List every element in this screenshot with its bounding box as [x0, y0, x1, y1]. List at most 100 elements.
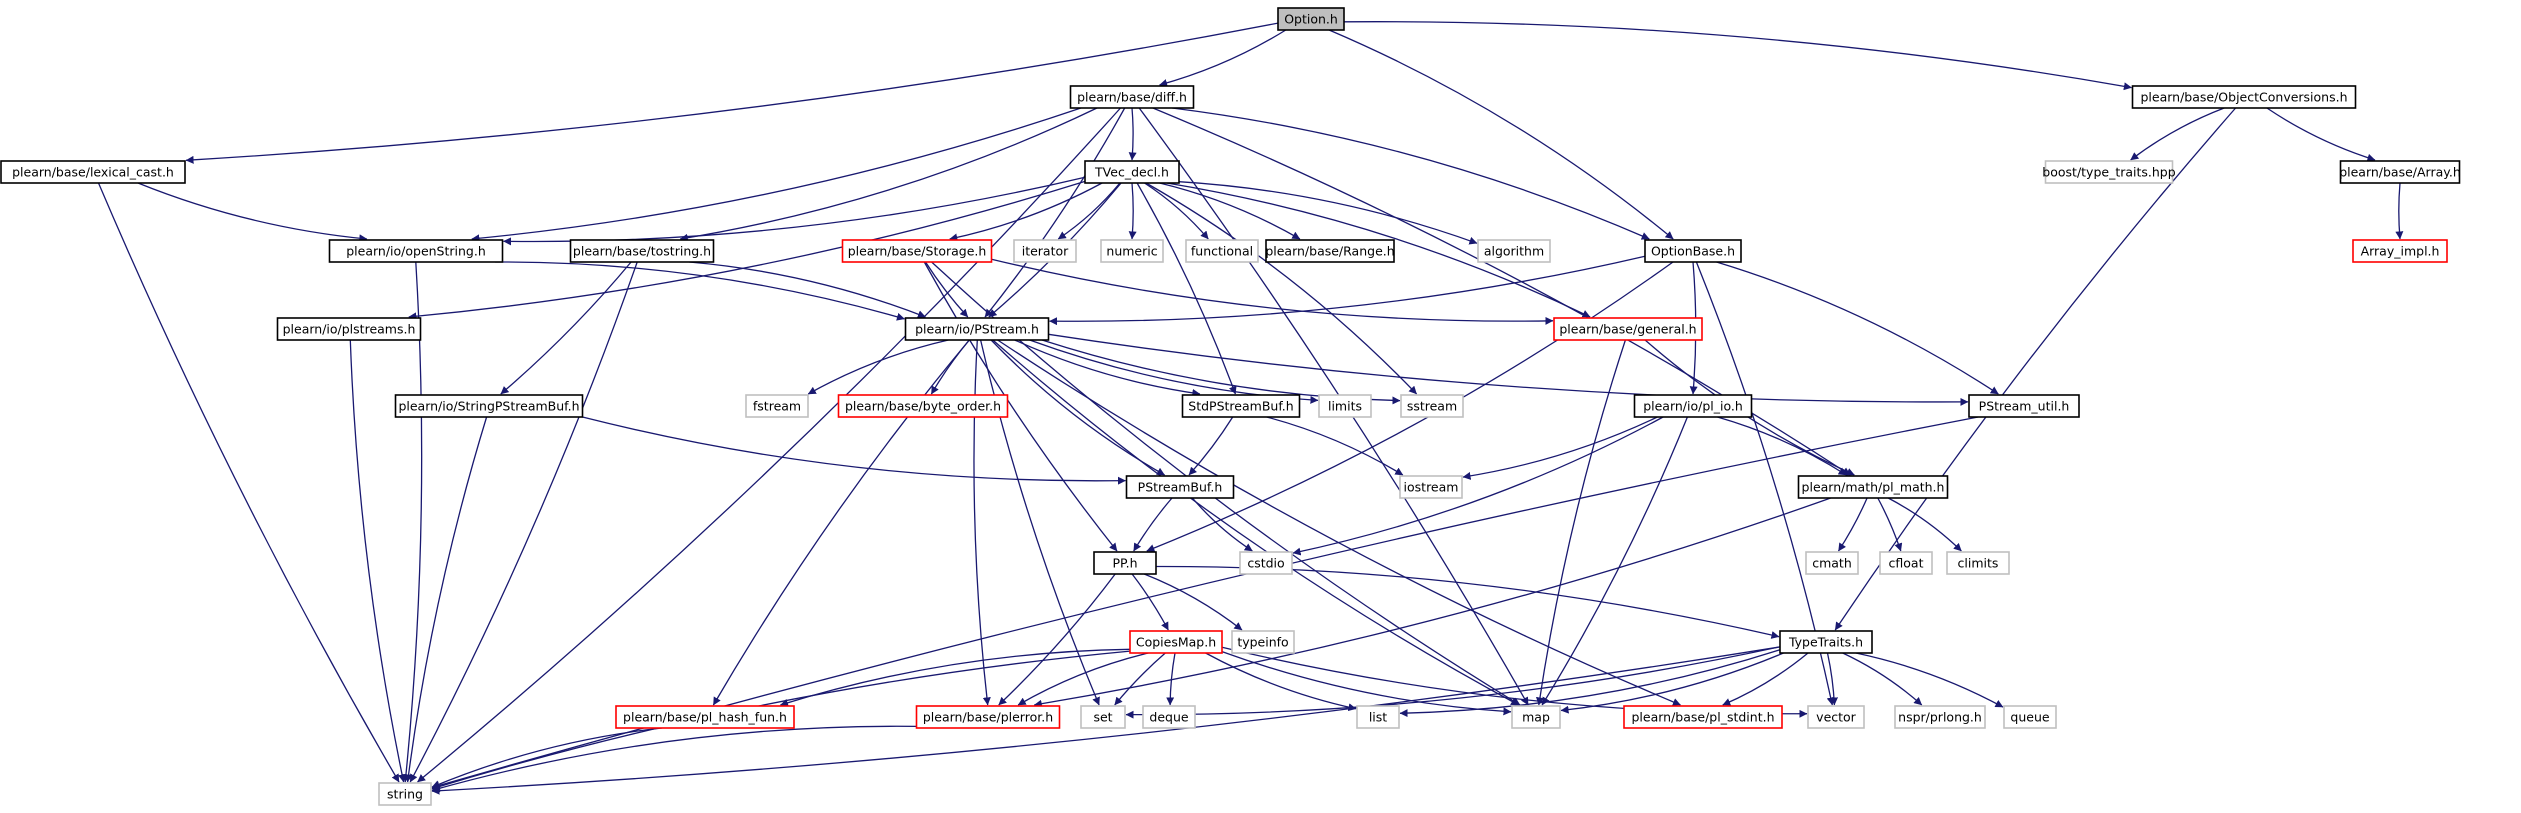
node-optionbase[interactable]: OptionBase.h: [1644, 239, 1742, 263]
node-box-plstdint: [1623, 705, 1783, 729]
node-deque: deque: [1142, 705, 1196, 729]
node-array[interactable]: plearn/base/Array.h: [2339, 160, 2461, 184]
node-label-typeinfo: typeinfo: [1237, 635, 1288, 650]
edge-stdpsb-to-psb: [1188, 416, 1234, 476]
edge-tvec-to-openstring: [503, 176, 1086, 246]
edge-typetraits-to-list: [1399, 649, 1781, 718]
node-general[interactable]: plearn/base/general.h: [1553, 317, 1703, 341]
edge-pstreamutil-to-string: [431, 416, 1979, 790]
edge-typetraits-to-vector: [1826, 652, 1839, 706]
node-box-plmath: [1797, 475, 1949, 499]
node-range[interactable]: plearn/base/Range.h: [1265, 239, 1395, 263]
node-pstreamutil[interactable]: PStream_util.h: [1968, 394, 2080, 418]
node-label-arrayimpl: Array_impl.h: [2361, 244, 2440, 259]
node-openstring[interactable]: plearn/io/openString.h: [328, 239, 504, 263]
edge-stringpsb-to-string: [404, 416, 488, 783]
node-box-openstring: [328, 239, 504, 263]
edge-plio-to-map: [1541, 416, 1689, 706]
node-iostream: iostream: [1399, 475, 1463, 499]
edge-array-to-arrayimpl: [2395, 182, 2404, 240]
node-stdpsb[interactable]: StdPStreamBuf.h: [1181, 394, 1301, 418]
node-byteorder[interactable]: plearn/base/byte_order.h: [837, 394, 1009, 418]
edge-objconv-to-array: [2266, 107, 2376, 162]
edge-plio-to-iostream: [1462, 416, 1658, 480]
node-stringpsb[interactable]: plearn/io/StringPStreamBuf.h: [394, 394, 584, 418]
node-box-plerror: [915, 705, 1061, 729]
node-label-plio: plearn/io/pl_io.h: [1643, 399, 1743, 414]
node-box-psb: [1125, 475, 1235, 499]
node-label-general: plearn/base/general.h: [1559, 322, 1696, 337]
node-option[interactable]: Option.h: [1277, 7, 1345, 31]
node-box-plio: [1633, 394, 1753, 418]
node-plerror[interactable]: plearn/base/plerror.h: [915, 705, 1061, 729]
node-box-plstreams: [276, 317, 422, 341]
node-label-stdpsb: StdPStreamBuf.h: [1188, 399, 1293, 414]
edge-typetraits-to-queue: [1855, 652, 2004, 708]
graph-nodes: Option.hplearn/base/lexical_cast.hplearn…: [0, 7, 2461, 806]
edge-hashfun-to-string: [431, 727, 663, 788]
node-objconv[interactable]: plearn/base/ObjectConversions.h: [2131, 85, 2357, 109]
node-pstream[interactable]: plearn/io/PStream.h: [904, 317, 1050, 341]
node-plstreams[interactable]: plearn/io/plstreams.h: [276, 317, 422, 341]
node-box-climits: [1946, 551, 2010, 575]
edge-tvec-to-sstream: [1145, 182, 1418, 395]
node-tvec[interactable]: TVec_decl.h: [1084, 160, 1180, 184]
edge-stringpsb-to-psb: [582, 416, 1126, 485]
node-storage[interactable]: plearn/base/Storage.h: [841, 239, 993, 263]
edge-plmath-to-cmath: [1837, 497, 1868, 552]
node-plio[interactable]: plearn/io/pl_io.h: [1633, 394, 1753, 418]
node-label-limits: limits: [1328, 399, 1362, 414]
node-box-queue: [2003, 705, 2057, 729]
node-label-byteorder: plearn/base/byte_order.h: [845, 399, 1001, 414]
node-plmath[interactable]: plearn/math/pl_math.h: [1797, 475, 1949, 499]
node-label-diff: plearn/base/diff.h: [1077, 90, 1187, 105]
node-tostring[interactable]: plearn/base/tostring.h: [569, 239, 715, 263]
node-label-lexical: plearn/base/lexical_cast.h: [12, 165, 174, 180]
node-copiesmap[interactable]: CopiesMap.h: [1129, 630, 1223, 654]
node-box-iterator: [1013, 239, 1077, 263]
node-typetraits[interactable]: TypeTraits.h: [1779, 630, 1873, 654]
edge-pstream-to-map: [992, 339, 1520, 706]
edge-objconv-to-boosttt: [2130, 107, 2225, 161]
edge-typetraits-to-string: [431, 646, 1781, 795]
node-label-tvec: TVec_decl.h: [1094, 165, 1169, 180]
edge-optionbase-to-pstreamutil: [1716, 261, 1999, 395]
node-label-openstring: plearn/io/openString.h: [346, 244, 486, 259]
node-psb[interactable]: PStreamBuf.h: [1125, 475, 1235, 499]
edge-pp-to-plerror: [998, 573, 1116, 706]
edge-storage-to-pp: [923, 261, 1118, 552]
node-box-pstreamutil: [1968, 394, 2080, 418]
edge-plio-to-cstdio: [1292, 416, 1664, 556]
node-pp[interactable]: PP.h: [1093, 551, 1157, 575]
edge-plmath-to-cfloat: [1877, 497, 1903, 552]
node-algorithm: algorithm: [1477, 239, 1551, 263]
edge-pstream-to-fstream: [807, 339, 949, 395]
edge-psb-to-cstdio: [1191, 497, 1253, 552]
node-diff[interactable]: plearn/base/diff.h: [1069, 85, 1195, 109]
node-label-plstreams: plearn/io/plstreams.h: [283, 322, 416, 337]
edge-tvec-to-range: [1159, 182, 1301, 240]
node-typeinfo: typeinfo: [1231, 630, 1295, 654]
node-cstdio: cstdio: [1239, 551, 1293, 575]
node-hashfun[interactable]: plearn/base/pl_hash_fun.h: [615, 705, 795, 729]
edge-general-to-map: [1535, 339, 1627, 706]
node-boosttt: boost/type_traits.hpp: [2042, 160, 2176, 184]
node-functional: functional: [1185, 239, 1259, 263]
edge-plmath-to-plerror: [1033, 497, 1831, 708]
edge-tvec-to-plstreams: [408, 180, 1086, 321]
edge-pstream-to-stdpsb: [1014, 339, 1201, 397]
node-label-map: map: [1522, 710, 1550, 725]
edge-copiesmap-to-string: [431, 650, 1131, 791]
edge-copiesmap-to-deque: [1166, 652, 1176, 706]
node-plstdint[interactable]: plearn/base/pl_stdint.h: [1623, 705, 1783, 729]
node-box-objconv: [2131, 85, 2357, 109]
node-sstream: sstream: [1400, 394, 1464, 418]
node-set: set: [1080, 705, 1126, 729]
node-box-functional: [1185, 239, 1259, 263]
node-lexical[interactable]: plearn/base/lexical_cast.h: [0, 160, 186, 184]
node-label-pp: PP.h: [1112, 556, 1137, 571]
node-label-plerror: plearn/base/plerror.h: [923, 710, 1053, 725]
node-box-general: [1553, 317, 1703, 341]
node-arrayimpl[interactable]: Array_impl.h: [2352, 239, 2448, 263]
